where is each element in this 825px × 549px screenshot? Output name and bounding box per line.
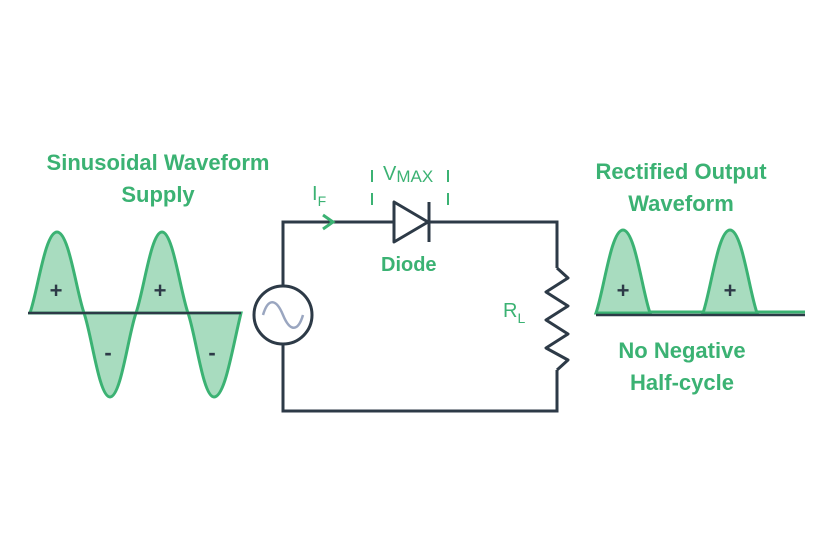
input-negative-half-1 [81, 311, 139, 399]
resistor-label: RL [503, 300, 526, 326]
diode-icon [392, 200, 431, 244]
current-label: IF [312, 183, 327, 209]
current-arrow-icon [322, 213, 336, 231]
output-positive-half-1 [593, 228, 653, 315]
circuit-wires [281, 220, 559, 413]
output-title: Rectified Output Waveform [556, 156, 806, 220]
vmax-label-main: V [383, 163, 397, 185]
input-plus-1: + [49, 278, 63, 303]
input-positive-half-2 [133, 230, 191, 315]
vmax-markers [371, 170, 449, 205]
output-plus-2: + [723, 278, 737, 303]
input-waveform [27, 230, 243, 399]
input-minus-2: - [208, 340, 216, 365]
current-label-sub: F [317, 193, 327, 209]
ac-source-icon [252, 284, 314, 346]
output-title-line1: Rectified Output [595, 159, 767, 184]
output-positive-half-2 [700, 228, 760, 315]
input-positive-half-1 [27, 230, 87, 315]
vmax-label: VMAX [383, 163, 433, 186]
no-negative-note: No Negative Half-cycle [567, 335, 797, 399]
output-title-line2: Waveform [628, 191, 734, 216]
current-label-main: I [312, 183, 318, 205]
output-waveform [593, 228, 805, 317]
supply-title-line2: Supply [121, 182, 195, 207]
output-plus-1: + [616, 278, 630, 303]
wire-bottom [281, 344, 559, 413]
no-negative-line1: No Negative [618, 338, 746, 363]
diode-label: Diode [381, 254, 437, 276]
resistor-label-sub: L [517, 310, 526, 326]
input-minus-1: - [104, 340, 112, 365]
supply-title: Sinusoidal Waveform Supply [18, 147, 298, 211]
resistor-icon [544, 266, 570, 372]
supply-title-line1: Sinusoidal Waveform [46, 150, 270, 175]
resistor-label-main: R [503, 300, 518, 322]
input-negative-half-2 [185, 311, 243, 399]
wire-top-left [281, 220, 394, 286]
no-negative-line2: Half-cycle [630, 370, 734, 395]
vmax-label-sub: MAX [396, 167, 434, 186]
input-plus-2: + [153, 278, 167, 303]
wire-top-right [428, 220, 559, 268]
